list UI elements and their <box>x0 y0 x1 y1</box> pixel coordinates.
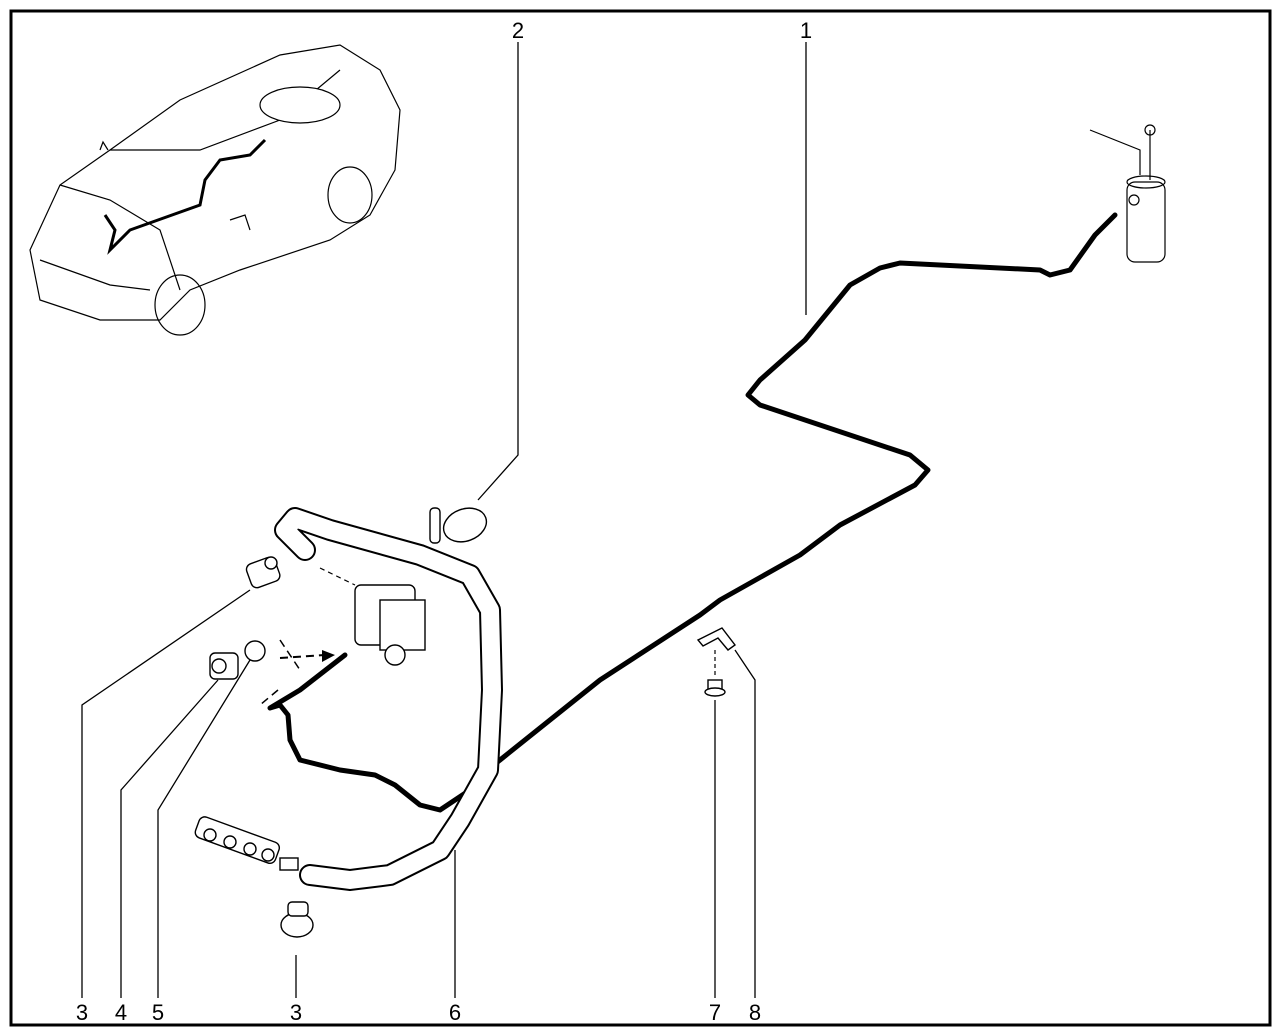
assembly-dashed-line <box>259 639 301 706</box>
leader-2 <box>477 42 519 501</box>
clamp-2 <box>429 507 488 544</box>
gas-pipe <box>487 212 1118 771</box>
leader-4 <box>120 679 219 998</box>
gas-tank <box>1089 124 1166 263</box>
callout-1: 1 <box>800 18 812 43</box>
callout-7: 7 <box>709 1000 721 1025</box>
callout-8: 8 <box>749 1000 761 1025</box>
part-3-clamp <box>280 901 314 938</box>
callout-4: 4 <box>115 1000 127 1025</box>
leader-5 <box>157 659 251 998</box>
gas-pipe-section <box>267 652 493 813</box>
callout-6: 6 <box>449 1000 461 1025</box>
car-pipe-route <box>103 138 267 255</box>
part-3-fitting <box>245 556 281 589</box>
leader-8 <box>734 649 756 998</box>
part-8-bracket <box>696 627 736 651</box>
callout-3a: 3 <box>76 1000 88 1025</box>
assembly-arrow <box>279 654 326 659</box>
injector-rail <box>194 816 299 871</box>
leader-3a <box>81 589 251 998</box>
gas-reducer <box>319 567 426 666</box>
part-7-bolt <box>704 650 726 697</box>
part-5-sleeve <box>244 640 266 662</box>
callout-5: 5 <box>152 1000 164 1025</box>
car-location-illustration <box>29 44 401 336</box>
callout-2: 2 <box>512 18 524 43</box>
part-4-nut <box>209 652 239 680</box>
callout-3b: 3 <box>290 1000 302 1025</box>
hose-6 <box>274 507 503 891</box>
diagram-frame <box>9 9 1272 1027</box>
arrow-head-icon <box>322 650 335 662</box>
